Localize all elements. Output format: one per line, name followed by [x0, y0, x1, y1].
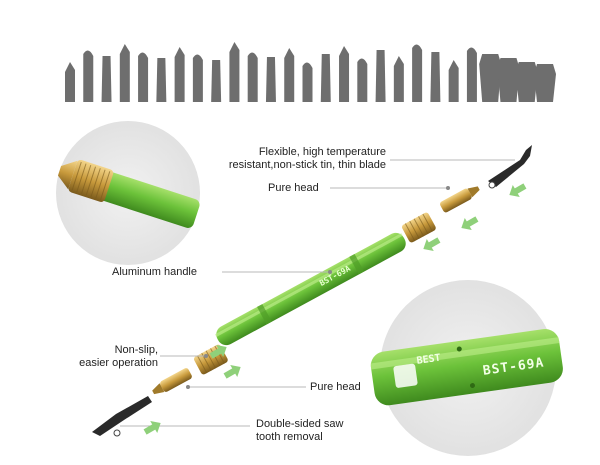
blade-shape	[302, 62, 313, 102]
blade-assortment	[65, 42, 556, 102]
blade-shape	[247, 52, 258, 102]
blade-shape	[101, 56, 112, 102]
arrow-icon	[143, 420, 161, 435]
leader-lines	[120, 159, 515, 427]
label-aluminum-handle: Aluminum handle	[112, 266, 197, 278]
blade-shape	[138, 52, 149, 102]
arrow-icon	[209, 344, 227, 359]
blade-shape	[265, 57, 276, 102]
blade-shape	[448, 60, 459, 102]
direction-arrows	[143, 183, 527, 435]
label-blade-description-line1: Flexible, high temperature	[258, 146, 386, 158]
blade-shape	[119, 44, 130, 102]
blade-shape	[211, 60, 222, 102]
blade-shape	[412, 44, 423, 102]
blade-shape	[430, 52, 441, 102]
blade-shape	[65, 62, 75, 102]
blade-shape	[156, 58, 167, 102]
blade-shape	[534, 64, 556, 102]
blade-shape	[229, 42, 240, 102]
label-saw-tooth-line1: Double-sided saw	[256, 418, 344, 430]
blade-shape	[515, 62, 538, 102]
bottom-blade	[92, 396, 152, 437]
blade-shape	[479, 54, 502, 102]
blade-shape	[339, 46, 350, 102]
leader-dots	[186, 186, 450, 389]
blade-shape	[174, 47, 185, 102]
label-pure-head-top: Pure head	[268, 182, 319, 194]
blade-shape	[320, 54, 331, 102]
blade-shape	[192, 54, 203, 102]
blade-shape	[357, 58, 368, 102]
label-saw-tooth-line2: tooth removal	[256, 431, 323, 443]
label-blade-description: Flexible, high temperature resistant,non…	[196, 146, 386, 172]
label-blade-description-line2: resistant,non-stick tin, thin blade	[228, 159, 386, 171]
arrow-icon	[509, 183, 527, 198]
label-non-slip: Non-slip, easier operation	[50, 344, 158, 370]
label-non-slip-line2: easier operation	[79, 357, 158, 369]
top-blade	[488, 145, 532, 189]
label-saw-tooth: Double-sided saw tooth removal	[256, 418, 343, 444]
arrow-icon	[223, 364, 241, 379]
blade-shape	[83, 50, 94, 102]
zoom-circle-handle-logo	[370, 280, 563, 456]
arrow-icon	[461, 216, 479, 231]
blade-shape	[497, 58, 520, 102]
blade-shape	[393, 56, 404, 102]
label-non-slip-line1: Non-slip,	[114, 344, 158, 356]
blade-shape	[284, 48, 295, 102]
arrow-icon	[423, 237, 441, 252]
label-pure-head-bottom: Pure head	[310, 381, 361, 393]
zoom-circle-pure-head	[56, 121, 200, 265]
blade-shape	[466, 47, 477, 102]
blade-shape	[375, 50, 386, 102]
